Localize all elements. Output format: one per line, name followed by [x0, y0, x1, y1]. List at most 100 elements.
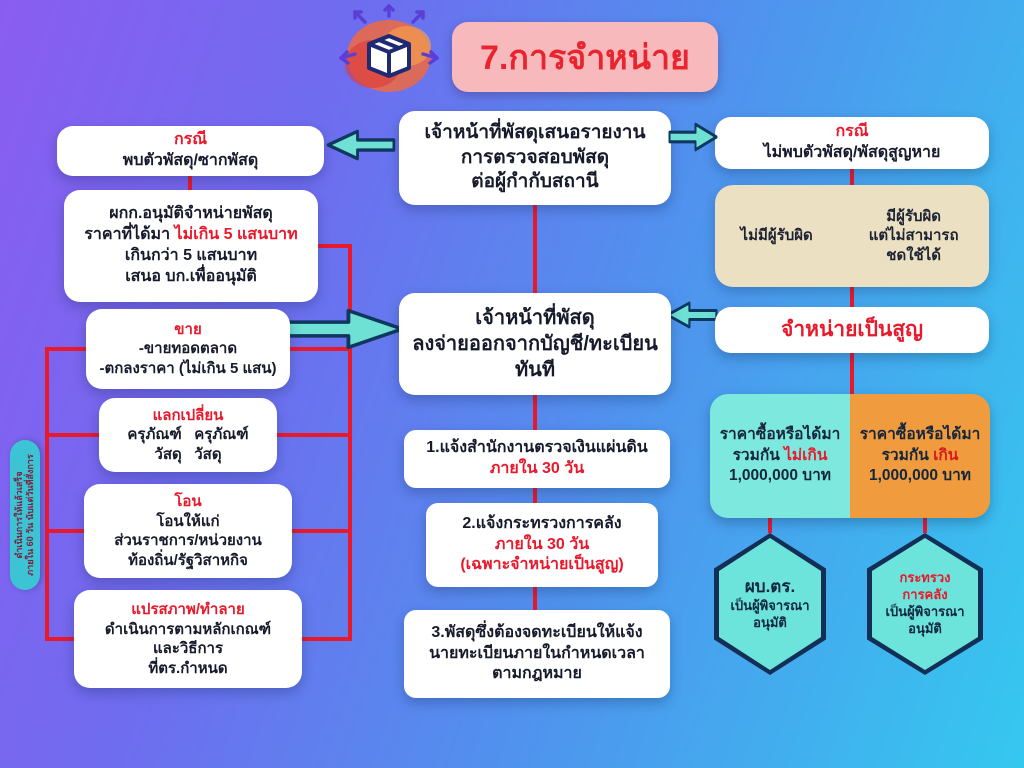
sell-line1: -ขายทอดตลาด	[138, 340, 238, 358]
step3-line1: 3.พัสดุซึ่งต้องจดทะเบียนให้แจ้ง	[431, 623, 643, 641]
liable-line1: มีผู้รับผิด	[886, 207, 942, 225]
price-low-line1: ราคาซื้อหรือได้มา	[719, 425, 841, 443]
case-found-body: พบตัวพัสดุ/ซากพัสดุ	[122, 152, 259, 169]
hex-right-line2: การคลัง	[902, 587, 948, 603]
hex-finance-content: กระทรวง การคลัง เป็นผู้พิจารณา อนุมัติ	[872, 538, 978, 670]
exchange-line1: ครุภัณฑ์ ครุภัณฑ์	[127, 426, 249, 444]
transfer-line3: ท้องถิ่น/รัฐวิสาหกิจ	[128, 551, 248, 569]
dispose-line3: ทันที	[514, 359, 556, 381]
price-high-line3: 1,000,000 บาท	[868, 467, 972, 485]
approval-line2-pre: ราคาที่ได้มา	[84, 226, 171, 244]
connector-price-hexright	[923, 518, 927, 533]
hex-finance-ministry: กระทรวง การคลัง เป็นผู้พิจารณา อนุมัติ	[867, 533, 983, 675]
price-low-line2: รวมกัน ไม่เกิน	[733, 446, 828, 467]
case-not-found-header: กรณี	[835, 123, 869, 141]
sell-header: ขาย	[174, 320, 202, 338]
hex-right-line3: เป็นผู้พิจารณา	[885, 604, 965, 619]
step2-line1: 2.แจ้งกระทรวงการคลัง	[462, 514, 622, 532]
price-high-line2-pre: รวมกัน	[881, 446, 929, 464]
approval-line2-red: ไม่เกิน 5 แสนบาท	[174, 226, 298, 244]
step3-box: 3.พัสดุซึ่งต้องจดทะเบียนให้แจ้ง นายทะเบี…	[404, 610, 670, 698]
price-high-line2-red: เกิน	[933, 446, 959, 464]
approval-line1: ผกก.อนุมัติจำหน่ายพัสดุ	[109, 205, 273, 223]
convert-line1: ดำเนินการตามหลักเกณฑ์	[104, 620, 272, 638]
report-line2: การตรวจสอบพัสดุ	[460, 146, 610, 168]
connector-center-1	[533, 205, 537, 293]
hex-left-line3: อนุมัติ	[753, 615, 787, 631]
case-found-box: กรณี พบตัวพัสดุ/ซากพัสดุ	[57, 126, 324, 176]
price-high-line1: ราคาซื้อหรือได้มา	[859, 425, 981, 443]
deadline-note-line1: ดำเนินการให้แล้วเสร็จ	[14, 471, 25, 559]
price-low-line3: 1,000,000 บาท	[728, 467, 832, 485]
case-not-found-box: กรณี ไม่พบตัวพัสดุ/พัสดุสูญหาย	[715, 117, 989, 169]
convert-destroy-box: แปรสภาพ/ทำลาย ดำเนินการตามหลักเกณฑ์ และว…	[74, 590, 302, 688]
exchange-line2: วัสดุ วัสดุ	[154, 445, 222, 463]
liability-box: ไม่มีผู้รับผิด มีผู้รับผิด แต่ไม่สามารถ …	[715, 185, 989, 287]
arrow-left-to-case-found-icon	[326, 129, 396, 161]
step1-line1: 1.แจ้งสำนักงานตรวจเงินแผ่นดิน	[426, 439, 648, 457]
no-liable-text: ไม่มีผู้รับผิด	[740, 227, 813, 245]
step3-line3: ตามกฎหมาย	[492, 665, 582, 683]
convert-line2: และวิธีการ	[152, 640, 224, 657]
connector-left-rail-right	[348, 244, 352, 641]
case-not-found-body: ไม่พบตัวพัสดุ/พัสดุสูญหาย	[763, 144, 941, 161]
convert-header: แปรสภาพ/ทำลาย	[131, 601, 245, 618]
connector-stub-approval	[318, 244, 352, 248]
hex-left-line1: ผบ.ตร.	[744, 577, 796, 597]
package-box-icon	[339, 4, 439, 92]
hex-right-line1: กระทรวง	[899, 570, 951, 586]
connector-stub-exchange-right	[277, 433, 352, 437]
hex-left-line2: เป็นผู้พิจารณา	[730, 598, 810, 614]
step1-box: 1.แจ้งสำนักงานตรวจเงินแผ่นดิน ภายใน 30 ว…	[404, 430, 670, 488]
hex-right-line4: อนุมัติ	[908, 620, 942, 636]
step2-line3: (เฉพาะจำหน่ายเป็นสูญ)	[460, 556, 624, 574]
page-title-text: 7.การจำหน่าย	[480, 39, 690, 77]
deadline-note: ดำเนินการให้แล้วเสร็จ ภายใน 60 วัน นับแต…	[10, 440, 40, 590]
price-threshold-box: ราคาซื้อหรือได้มา รวมกัน ไม่เกิน 1,000,0…	[710, 394, 990, 518]
step2-line2: ภายใน 30 วัน	[494, 535, 590, 553]
convert-line3: ที่ตร.กำหนด	[148, 659, 228, 677]
approval-line2: ราคาที่ได้มา ไม่เกิน 5 แสนบาท	[84, 225, 297, 246]
liable-text: มีผู้รับผิด แต่ไม่สามารถ ชดใช้ได้	[838, 185, 989, 287]
dispose-line2: ลงจ่ายออกจากบัญชี/ทะเบียน	[412, 333, 658, 355]
exchange-box: แลกเปลี่ยน ครุภัณฑ์ ครุภัณฑ์ วัสดุ วัสดุ	[99, 398, 277, 472]
connector-stub-convert-right	[302, 637, 352, 641]
arrow-sell-to-dispose-icon	[279, 308, 405, 350]
approval-line3: เกินกว่า 5 แสนบาท	[124, 247, 258, 264]
connector-caseright-liability	[850, 169, 854, 185]
liable-line2: แต่ไม่สามารถ	[868, 227, 959, 245]
approval-box: ผกก.อนุมัติจำหน่ายพัสดุ ราคาที่ได้มา ไม่…	[64, 190, 318, 302]
write-off-label: จำหน่ายเป็นสูญ	[781, 318, 923, 342]
sell-box: ขาย -ขายทอดตลาด -ตกลงราคา (ไม่เกิน 5 แสน…	[86, 309, 290, 389]
connector-caseleft-approval	[188, 176, 192, 190]
connector-stub-transfer-right	[292, 529, 352, 533]
connector-stub-transfer-left	[45, 529, 84, 533]
transfer-line1: โอนให้แก่	[156, 512, 220, 530]
sell-line2: -ตกลงราคา (ไม่เกิน 5 แสน)	[99, 359, 277, 377]
case-found-header: กรณี	[173, 131, 208, 149]
step1-line2: ภายใน 30 วัน	[489, 460, 585, 477]
connector-left-rail-left	[45, 347, 49, 641]
step3-line2: นายทะเบียนภายในกำหนดเวลา	[429, 644, 645, 662]
connector-center-3	[533, 488, 537, 503]
arrow-writeoff-to-dispose-icon	[666, 301, 718, 329]
connector-stub-exchange-left	[45, 433, 99, 437]
transfer-box: โอน โอนให้แก่ ส่วนราชการ/หน่วยงาน ท้องถิ…	[84, 484, 292, 578]
connector-center-2	[533, 395, 537, 430]
transfer-header: โอน	[174, 493, 202, 510]
dispose-box: เจ้าหน้าที่พัสดุ ลงจ่ายออกจากบัญชี/ทะเบี…	[399, 293, 671, 395]
connector-center-4	[533, 587, 537, 610]
step2-box: 2.แจ้งกระทรวงการคลัง ภายใน 30 วัน (เฉพาะ…	[426, 503, 658, 587]
liable-line3: ชดใช้ได้	[886, 246, 941, 264]
report-line3: ต่อผู้กำกับสถานี	[471, 171, 599, 193]
arrow-right-to-case-not-found-icon	[668, 122, 718, 152]
connector-price-hexleft	[768, 518, 772, 533]
price-over-1m: ราคาซื้อหรือได้มา รวมกัน เกิน 1,000,000 …	[850, 394, 990, 518]
price-high-line2: รวมกัน เกิน	[882, 446, 959, 467]
deadline-note-line2: ภายใน 60 วัน นับแต่วันที่สั่งการ	[25, 454, 35, 576]
hex-commissioner-content: ผบ.ตร. เป็นผู้พิจารณา อนุมัติ	[719, 538, 821, 670]
connector-writeoff-price	[850, 353, 854, 394]
transfer-line2: ส่วนราชการ/หน่วยงาน	[114, 532, 262, 549]
connector-stub-convert-left	[45, 637, 74, 641]
